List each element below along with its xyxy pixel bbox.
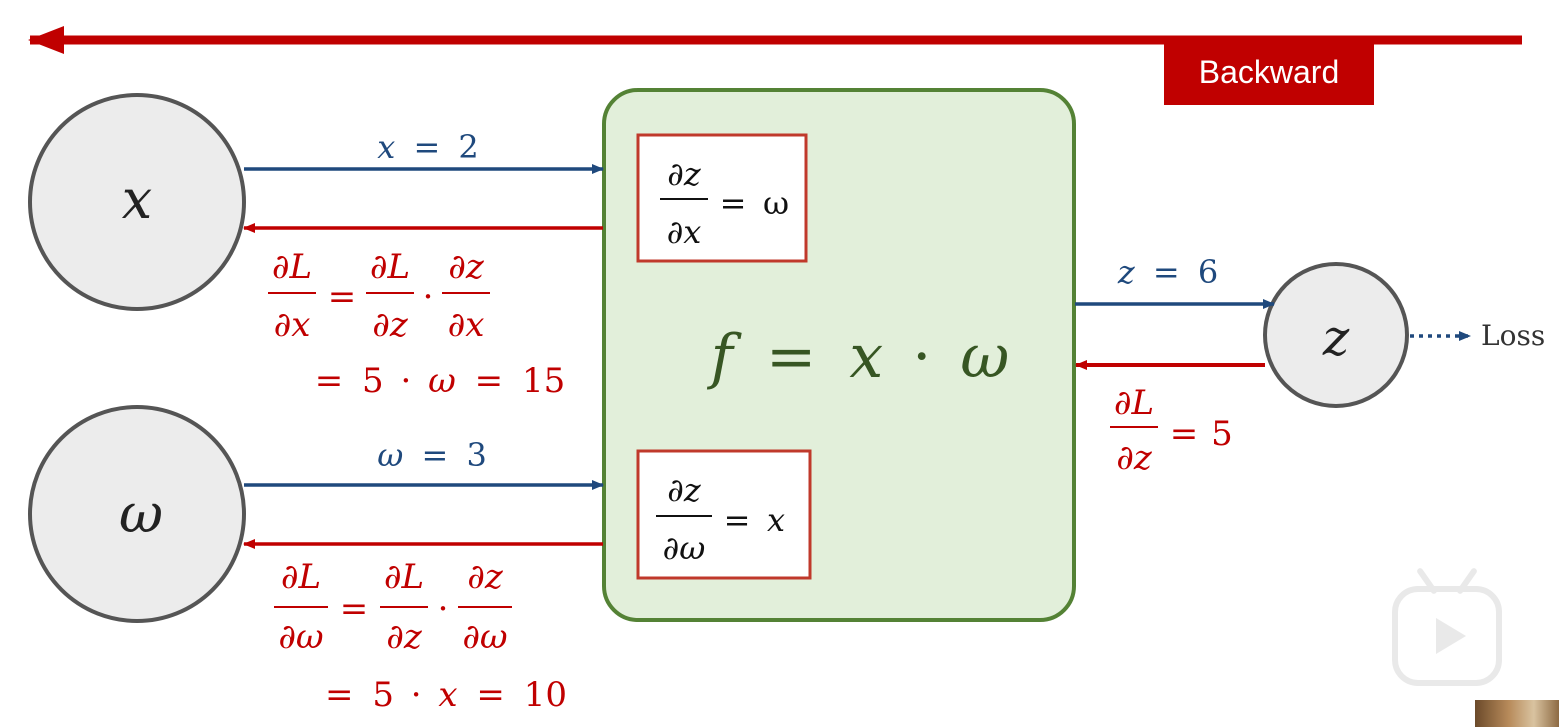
local-grad-x-box: ∂z ∂x = ω [636, 133, 808, 263]
forward-z-value: z = 6 [1117, 253, 1218, 291]
upstream-num: ∂L [1114, 383, 1154, 423]
local-grad-w-den: ∂ω [663, 529, 706, 567]
grad-w-lhs-num: ∂L [281, 557, 321, 597]
loss-label: Loss [1481, 319, 1545, 352]
upstream-gradient: ∂L ∂z = 5 [1110, 383, 1233, 478]
grad-w-line2: = 5 · x = 10 [325, 675, 567, 715]
function-f: f [707, 322, 743, 392]
backward-badge: Backward [1164, 40, 1374, 105]
local-grad-x-rhs: ω [763, 184, 789, 222]
grad-x-expression: ∂L ∂x = ∂L ∂z · ∂z ∂x = 5 · ω = 15 [268, 247, 565, 401]
upstream-den: ∂z [1116, 438, 1153, 478]
node-z: z [1263, 262, 1409, 408]
node-z-label: z [1322, 309, 1350, 367]
grad-w-dot: · [438, 589, 449, 629]
forward-x-value: x = 2 [377, 128, 479, 166]
video-thumbnail [1475, 700, 1559, 727]
grad-x-a-num: ∂L [370, 247, 410, 287]
grad-x-eq: = [328, 277, 357, 317]
grad-x-line2: = 5 · ω = 15 [315, 361, 566, 401]
upstream-eq: = [1170, 414, 1199, 454]
play-icon [1436, 618, 1466, 654]
local-grad-x-eq: = [720, 184, 747, 222]
grad-x-a-den: ∂z [372, 305, 409, 345]
grad-w-b-den: ∂ω [462, 617, 507, 657]
function-formula: f = x · ω [707, 322, 1010, 392]
grad-x-dot: · [423, 277, 434, 317]
backward-badge-label: Backward [1198, 54, 1340, 90]
grad-w-lhs-den: ∂ω [278, 617, 323, 657]
local-grad-x-den: ∂x [667, 213, 702, 251]
grad-w-a-num: ∂L [384, 557, 424, 597]
local-grad-w-eq: = [724, 501, 751, 539]
upstream-value: 5 [1211, 414, 1233, 454]
local-grad-w-rhs: x [767, 501, 785, 539]
node-w-label: ω [119, 482, 163, 545]
node-x-label: x [122, 168, 152, 231]
grad-x-lhs-num: ∂L [272, 247, 312, 287]
local-grad-w-box: ∂z ∂ω = x [636, 449, 812, 580]
grad-w-eq: = [340, 589, 369, 629]
grad-x-lhs-den: ∂x [274, 305, 311, 345]
function-dot: · [912, 322, 931, 392]
node-w: ω [28, 405, 246, 623]
node-x: x [28, 93, 246, 311]
function-x: x [849, 322, 883, 392]
function-eq: = [766, 322, 816, 392]
forward-w-value: ω = 3 [377, 436, 487, 474]
play-button[interactable] [1392, 566, 1502, 686]
grad-x-b-den: ∂x [448, 305, 485, 345]
local-grad-x-num: ∂z [667, 155, 702, 193]
grad-w-a-den: ∂z [386, 617, 423, 657]
function-w: ω [960, 322, 1009, 392]
local-grad-w-num: ∂z [667, 471, 702, 509]
grad-w-b-num: ∂z [467, 557, 504, 597]
grad-x-b-num: ∂z [448, 247, 485, 287]
grad-w-expression: ∂L ∂ω = ∂L ∂z · ∂z ∂ω = 5 · x = 10 [274, 557, 567, 715]
